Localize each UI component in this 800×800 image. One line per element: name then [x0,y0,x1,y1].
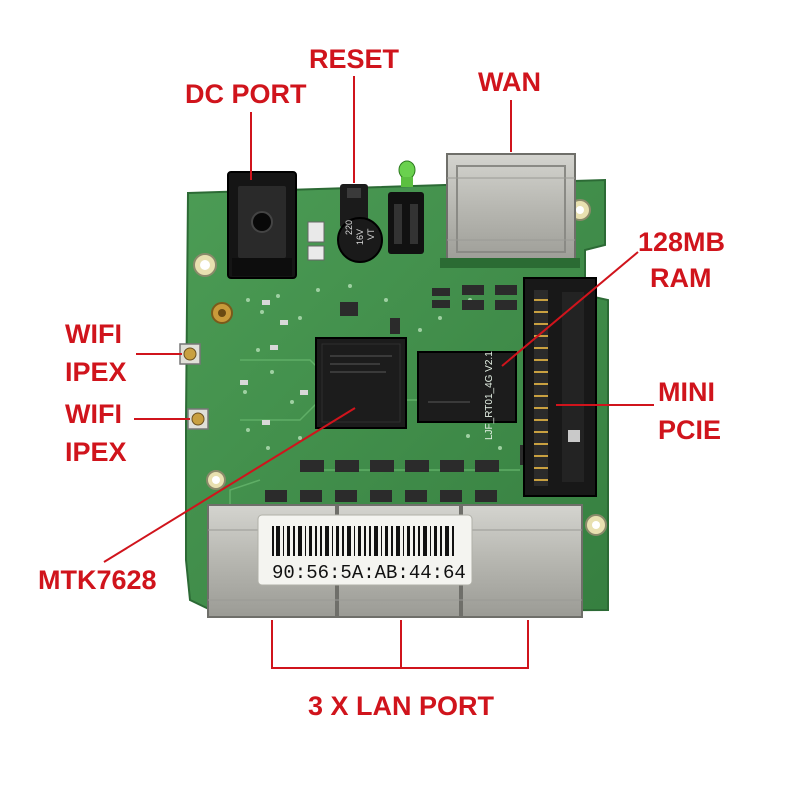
label-lan-ports: 3 X LAN PORT [308,691,495,721]
mac-sticker: 90:56:5A:AB:44:64 [257,514,473,586]
ipex-connector-1 [179,343,201,365]
smd-part [307,245,325,261]
barcode [272,526,454,556]
smd-components-light [240,300,308,425]
mini-pcie-slot [523,277,597,497]
label-wifi1-line2: IPEX [65,357,127,387]
capacitor-text-bottom: VT [366,228,376,240]
pin-header [388,192,424,254]
reset-button-component [340,184,368,228]
label-mtk7628: MTK7628 [38,565,157,595]
label-mini-line2: PCIE [658,415,722,445]
leader-lines [103,76,654,669]
label-wan: WAN [478,67,541,97]
wan-port [440,153,580,268]
capacitor: 220 16V VT [337,217,383,263]
ram-chip [417,351,517,423]
mtk7628-chip [315,337,407,429]
label-wifi1-line1: WIFI [65,319,122,349]
smd-part [307,221,325,243]
label-ram-line2: RAM [650,263,712,293]
label-wifi2-line1: WIFI [65,399,122,429]
capacitor-text-top: 220 [344,220,354,235]
dc-jack [227,171,297,279]
label-reset: RESET [309,44,400,74]
led [398,160,416,187]
mtk-leader [103,407,356,563]
board-silkscreen: LJF_RT01_4G V2.1 [484,351,495,440]
ipex-connector-2 [187,408,209,430]
label-mini-line1: MINI [658,377,715,407]
ram-leader [501,251,639,367]
mac-address-text: 90:56:5A:AB:44:64 [272,562,466,584]
label-wifi2-line2: IPEX [65,437,127,467]
capacitor-text-mid: 16V [355,229,365,245]
label-dc-port: DC PORT [185,79,307,109]
smd-components [265,285,532,502]
label-ram-line1: 128MB [638,227,726,257]
